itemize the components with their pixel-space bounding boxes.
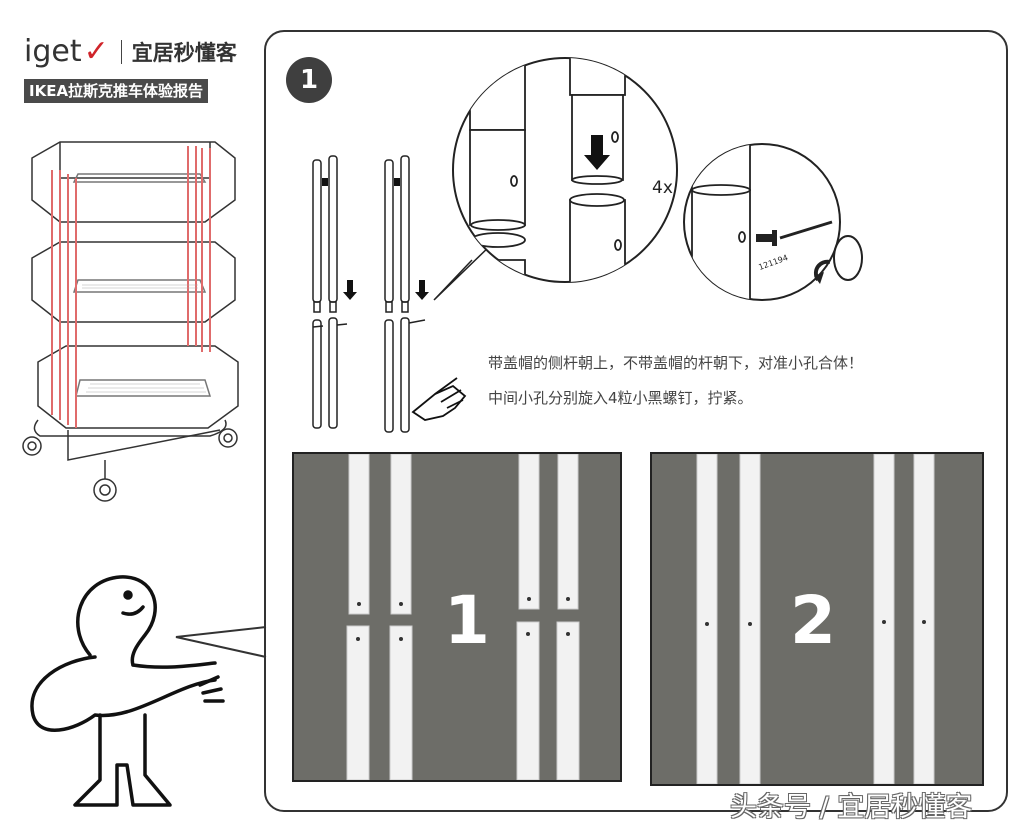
brand-logo-text: iget bbox=[24, 34, 82, 69]
photo-poles-before bbox=[346, 454, 580, 780]
step-number-badge: 1 bbox=[286, 57, 332, 103]
photo-poles-after bbox=[696, 454, 935, 784]
screw-count: 4x bbox=[652, 178, 673, 198]
instruction-line-2: 中间小孔分别旋入4粒小黑螺钉，拧紧。 bbox=[488, 389, 753, 407]
brand-check-icon: ✓ bbox=[83, 34, 109, 69]
pointing-hand-icon bbox=[411, 377, 467, 421]
instruction-panel bbox=[264, 30, 1008, 812]
mascot-illustration bbox=[30, 575, 225, 807]
instruction-line-1: 带盖帽的侧杆朝上，不带盖帽的杆朝下，对准小孔合体！ bbox=[488, 354, 864, 372]
brand-header: iget ✓ 宜居秒懂客 bbox=[24, 34, 237, 70]
brand-divider bbox=[120, 40, 122, 64]
photo-step-2: 2 bbox=[650, 452, 984, 786]
screwdriver-icon bbox=[813, 235, 863, 284]
speech-tail bbox=[175, 626, 267, 658]
watermark: 头条号 / 宜居秒懂客 bbox=[730, 792, 973, 823]
poles-diagram bbox=[312, 155, 467, 433]
photo-step-1: 1 bbox=[292, 452, 622, 782]
photo-label-1: 1 bbox=[444, 582, 490, 659]
callout-tail bbox=[433, 241, 495, 301]
detail-circle-joint bbox=[452, 57, 678, 283]
photo-label-2: 2 bbox=[790, 582, 836, 659]
report-tag: IKEA拉斯克推车体验报告 bbox=[24, 79, 209, 103]
detail-circle-screw bbox=[683, 143, 841, 301]
cart-illustration bbox=[22, 141, 239, 502]
brand-name: 宜居秒懂客 bbox=[131, 41, 237, 65]
